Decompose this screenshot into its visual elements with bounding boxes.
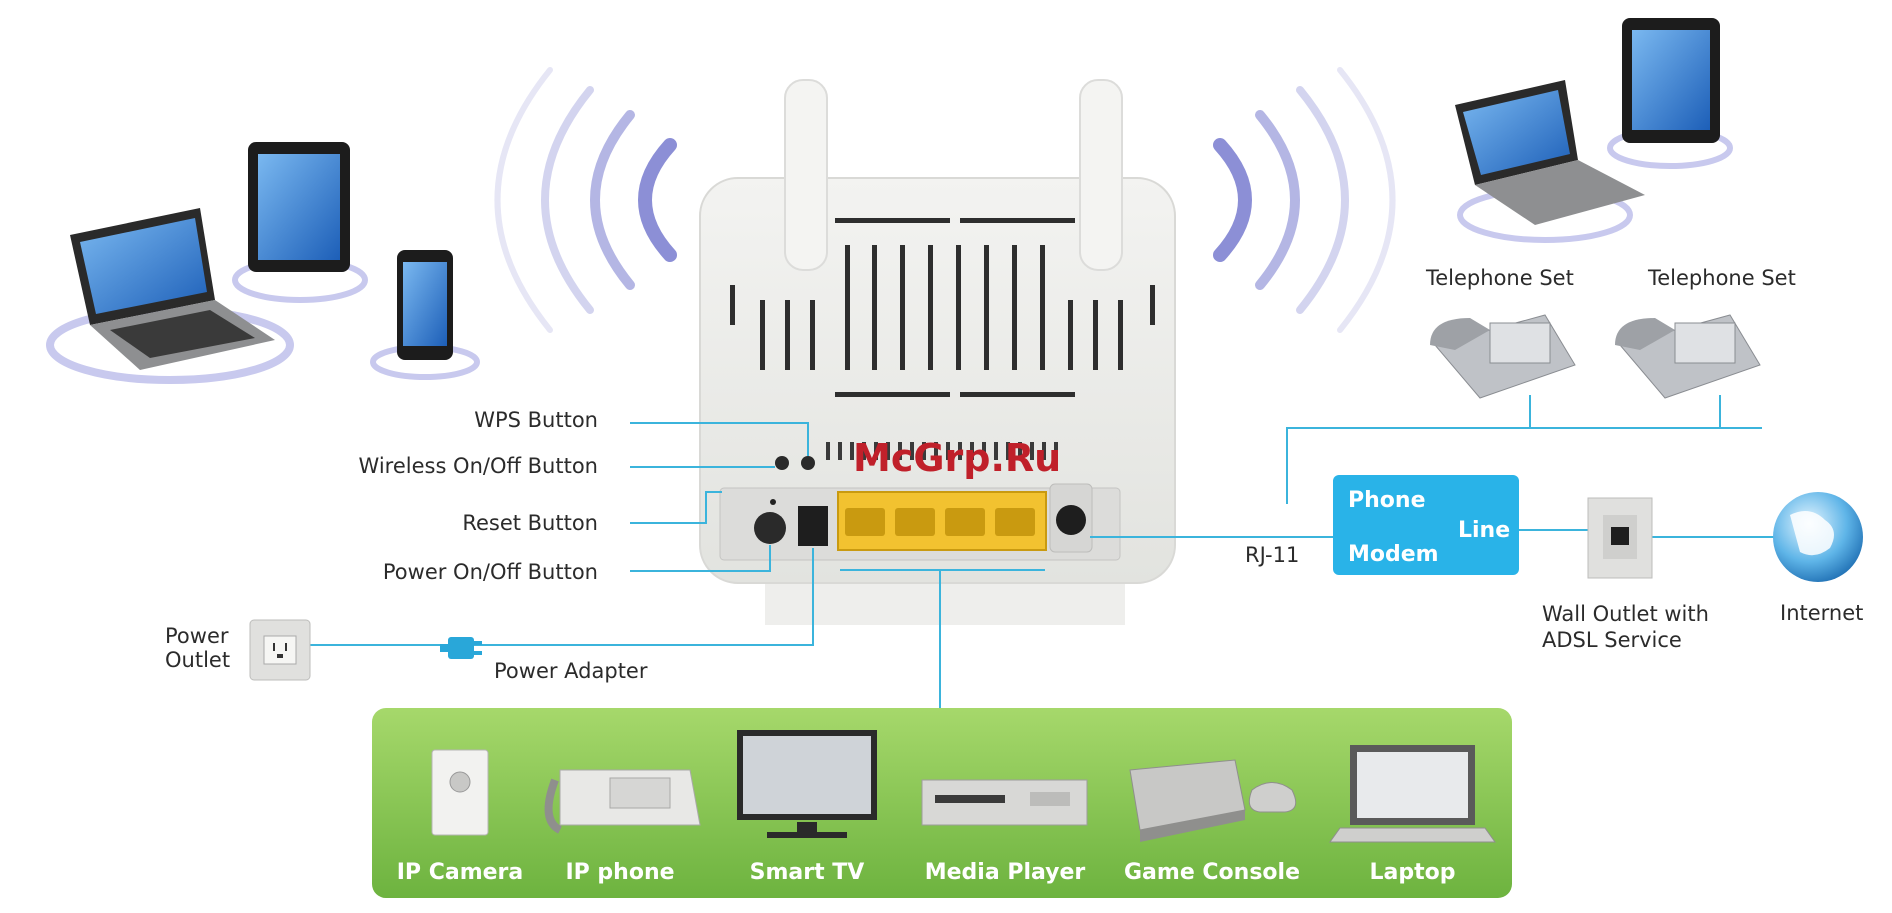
ip-phone-icon <box>549 770 700 830</box>
internet-globe-icon <box>1773 492 1863 582</box>
power-plug-icon <box>440 637 482 659</box>
lan-device-label-media-player: Media Player <box>915 860 1095 885</box>
wireless-button-label: Wireless On/Off Button <box>359 454 598 478</box>
wps-button-label: WPS Button <box>474 408 598 432</box>
wifi-waves-right-icon <box>1220 70 1393 330</box>
reset-button-icon <box>770 499 776 505</box>
splitter-phone-label: Phone <box>1348 488 1425 513</box>
reset-button-label: Reset Button <box>462 511 598 535</box>
lan-device-label-ip-phone: IP phone <box>552 860 688 885</box>
lan-device-label-ip-camera: IP Camera <box>392 860 528 885</box>
wps-button-icon <box>801 456 815 470</box>
router <box>700 80 1175 625</box>
telephone-set-label-1: Telephone Set <box>1426 266 1574 290</box>
telephone-2-icon <box>1615 315 1760 398</box>
telephone-1-icon <box>1430 315 1575 398</box>
rj11-port-icon <box>1056 505 1086 535</box>
wall-outlet-icon <box>1588 498 1652 578</box>
wireless-button-icon <box>775 456 789 470</box>
internet-label: Internet <box>1780 601 1863 625</box>
power-adapter-label: Power Adapter <box>494 659 647 683</box>
tablet-right-icon <box>1610 18 1730 166</box>
media-player-icon <box>922 780 1087 825</box>
power-button-label: Power On/Off Button <box>383 560 598 584</box>
antenna-right <box>1080 80 1122 270</box>
lan-device-label-laptop: Laptop <box>1350 860 1475 885</box>
splitter-line-label: Line <box>1458 518 1510 543</box>
smartphone-left-icon <box>373 250 477 377</box>
wall-outlet-label: Wall Outlet with ADSL Service <box>1542 601 1709 653</box>
watermark-text: McGrp.Ru <box>853 436 1061 480</box>
wifi-waves-left-icon <box>498 70 671 330</box>
power-jack-icon <box>798 506 828 546</box>
tablet-left-icon <box>235 142 365 300</box>
telephone-set-label-2: Telephone Set <box>1648 266 1796 290</box>
splitter-modem-label: Modem <box>1348 542 1439 567</box>
power-outlet-label: Power Outlet <box>165 624 230 672</box>
rj11-label: RJ-11 <box>1245 543 1299 567</box>
lan-device-label-smart-tv: Smart TV <box>734 860 880 885</box>
power-switch-icon <box>754 512 786 544</box>
lan-device-label-game-console: Game Console <box>1122 860 1302 885</box>
laptop-right-icon <box>1455 80 1645 240</box>
antenna-left <box>785 80 827 270</box>
ip-camera-icon <box>432 750 488 835</box>
power-outlet-icon <box>250 620 310 680</box>
